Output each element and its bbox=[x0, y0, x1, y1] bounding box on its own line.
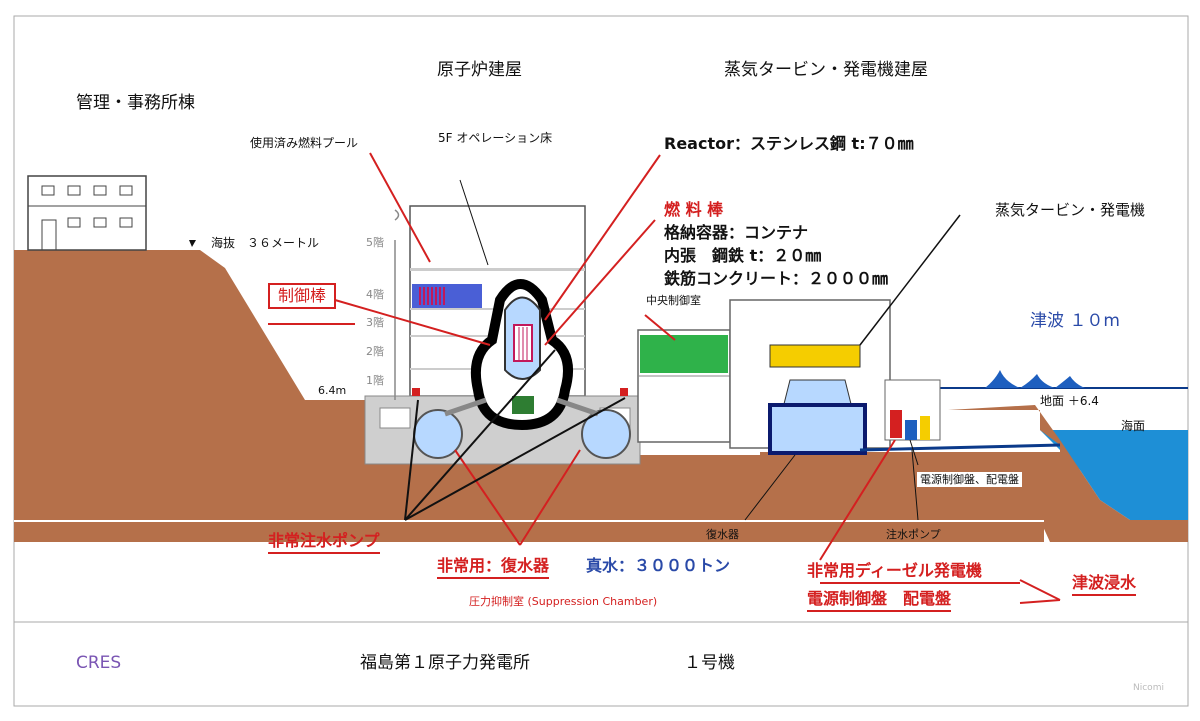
flooded-label: 津波浸水 bbox=[1072, 575, 1137, 596]
fuel-rod-label: 燃 料 棒 bbox=[664, 200, 724, 219]
diesel-generator bbox=[890, 410, 902, 438]
level-label: 6.4m bbox=[318, 384, 347, 397]
operation-floor-label: 5F オペレーション床 bbox=[438, 131, 553, 145]
watermark: Nicomi bbox=[1133, 683, 1164, 693]
floor-4-label: 4階 bbox=[366, 288, 384, 301]
condenser-label: 復水器 bbox=[706, 528, 739, 541]
spent-fuel-pool-label: 使用済み燃料プール bbox=[250, 136, 359, 150]
emergency-pump-left bbox=[412, 388, 420, 396]
emergency-condenser-label: 非常用：復水器 bbox=[437, 558, 550, 579]
reactor-spec-label: Reactor：ステンレス鋼 t:７０㎜ bbox=[664, 134, 914, 153]
cres-label: CRES bbox=[76, 653, 122, 673]
central-control-label: 中央制御室 bbox=[646, 294, 701, 307]
liner-label: 内張 鋼鉄 t：２０㎜ bbox=[664, 246, 822, 265]
wave-2 bbox=[1020, 374, 1055, 388]
ground-level-label: 地面 ＋6.4 bbox=[1040, 394, 1099, 408]
suppression-label: 圧力抑制室 (Suppression Chamber) bbox=[469, 595, 658, 608]
turbine-building bbox=[729, 299, 1061, 455]
plant-name-label: 福島第１原子力発電所 bbox=[360, 653, 530, 673]
emergency-pump-right bbox=[620, 388, 628, 396]
black-leaders bbox=[404, 179, 961, 521]
diesel-label: 非常用ディーゼル発電機 bbox=[807, 561, 982, 580]
power-panel-label: 電源制御盤 配電盤 bbox=[807, 591, 952, 612]
wave-3 bbox=[1055, 376, 1085, 388]
sea-level-label: 海面 bbox=[1121, 419, 1146, 433]
containment-label: 格納容器：コンテナ bbox=[664, 223, 809, 242]
suppression-torus-right bbox=[581, 409, 631, 459]
water-pump-label: 注水ポンプ bbox=[886, 528, 941, 541]
red-leaders bbox=[334, 152, 1061, 604]
tsunami-label: 津波 １０m bbox=[1030, 311, 1120, 331]
altitude-marker-icon bbox=[189, 240, 196, 247]
sea bbox=[1040, 430, 1188, 520]
power-panel bbox=[905, 420, 917, 440]
admin-building bbox=[27, 175, 147, 251]
pedestal bbox=[512, 396, 534, 414]
wave-1 bbox=[985, 370, 1020, 388]
floor-1-label: 1階 bbox=[366, 374, 384, 387]
condenser-unit bbox=[768, 403, 867, 455]
spent-fuel-pool bbox=[412, 284, 482, 308]
fresh-water-label: 真水：３０００トン bbox=[586, 556, 731, 575]
turbine-building-label: 蒸気タービン・発電機建屋 bbox=[724, 60, 928, 80]
turbine-generator-label: 蒸気タービン・発電機 bbox=[995, 201, 1146, 219]
generator bbox=[769, 344, 861, 368]
reactor-building-label: 原子炉建屋 bbox=[437, 60, 522, 80]
ground-line bbox=[14, 520, 1044, 522]
admin-building-label: 管理・事務所棟 bbox=[76, 93, 195, 113]
floor-3-label: 3階 bbox=[366, 316, 384, 329]
altitude-label: 海抜 ３６メートル bbox=[211, 236, 320, 250]
reactor-building bbox=[364, 205, 641, 465]
ground-earth bbox=[14, 250, 1188, 542]
power-panel-small-label: 電源制御盤、配電盤 bbox=[917, 472, 1022, 487]
floor-2-label: 2階 bbox=[366, 345, 384, 358]
pump-box bbox=[920, 416, 930, 440]
emergency-pump-label: 非常注水ポンプ bbox=[268, 533, 380, 554]
unit-label: １号機 bbox=[684, 653, 735, 673]
control-rod-label: 制御棒 bbox=[268, 283, 337, 309]
central-control-room bbox=[640, 335, 728, 373]
concrete-label: 鉄筋コンクリート：２０００㎜ bbox=[664, 269, 889, 288]
floor-5-label: 5階 bbox=[366, 236, 384, 249]
